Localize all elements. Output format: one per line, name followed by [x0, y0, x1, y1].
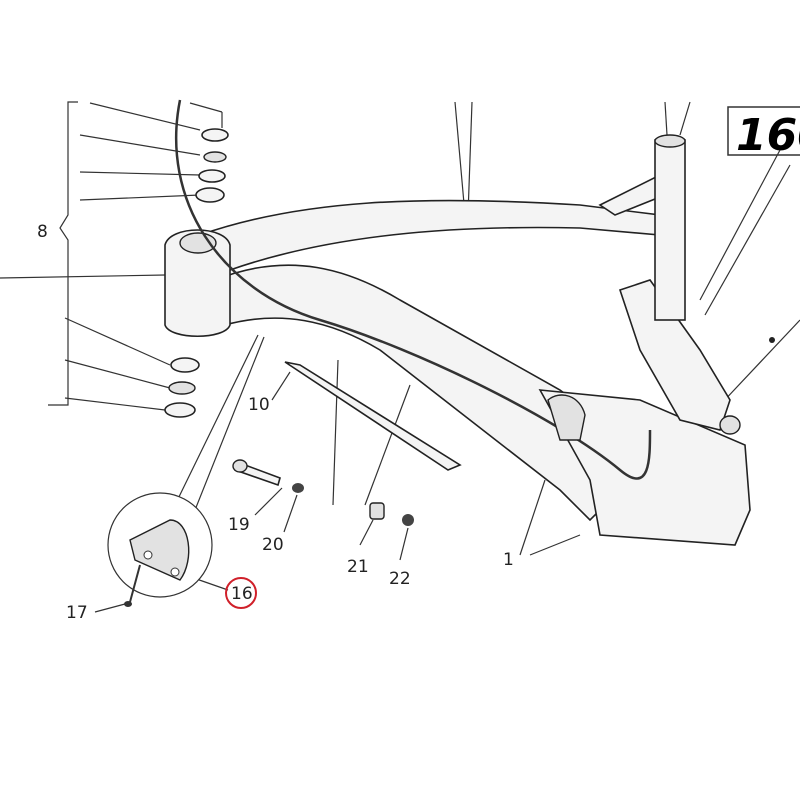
section-label: 160 — [736, 110, 800, 161]
callout-1: 1 — [503, 550, 514, 570]
headset-bearings — [164, 128, 229, 418]
callout-17: 17 — [66, 603, 88, 623]
callout-8: 8 — [37, 222, 48, 242]
highlight-circle — [225, 577, 257, 609]
bracket-8 — [48, 101, 78, 406]
callout-21: 21 — [347, 557, 369, 577]
cover-detail — [107, 492, 213, 607]
frame — [164, 99, 751, 546]
callout-20: 20 — [262, 535, 284, 555]
small-parts — [232, 337, 775, 526]
callout-19: 19 — [228, 515, 250, 535]
callout-22: 22 — [389, 569, 411, 589]
section-badge: 160 — [727, 106, 800, 161]
callout-10: 10 — [248, 395, 270, 415]
callout-16: 16 — [231, 584, 253, 604]
leader-lines — [0, 101, 800, 613]
